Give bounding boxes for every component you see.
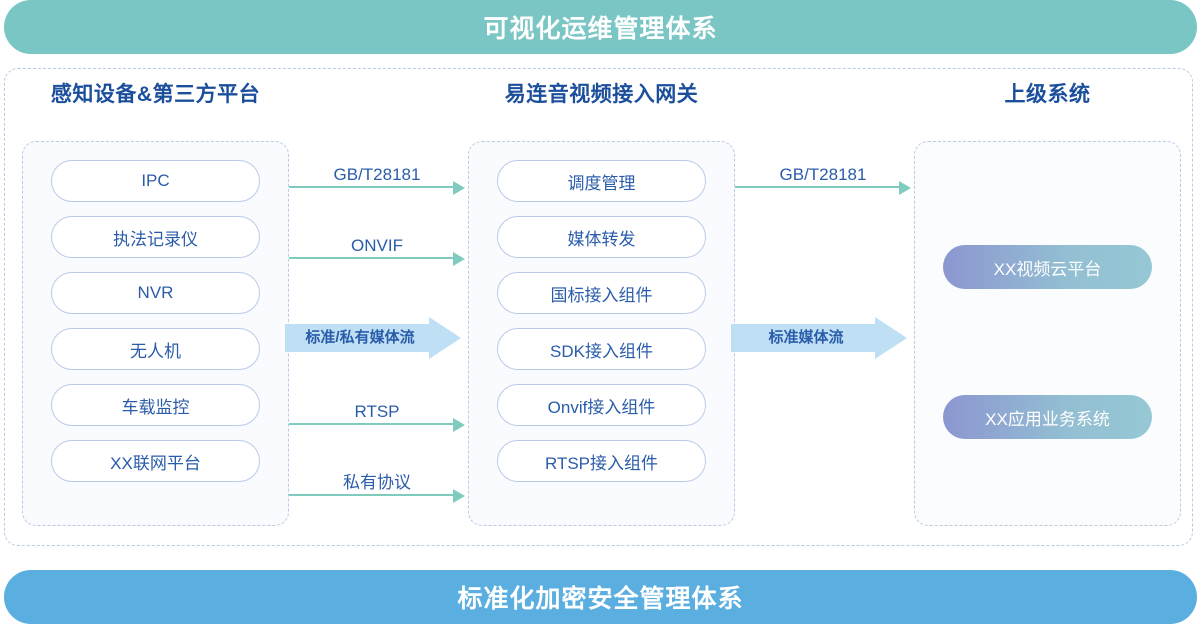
- connector-body: [285, 324, 429, 352]
- connector-onvif-left: ONVIF: [289, 236, 465, 272]
- arrow-head-icon: [429, 317, 461, 359]
- connector-label: 私有协议: [343, 473, 411, 492]
- list-item[interactable]: Onvif接入组件: [497, 384, 706, 426]
- bottom-banner: 标准化加密安全管理体系: [4, 570, 1197, 624]
- arrow-head-icon: [453, 180, 465, 195]
- list-item[interactable]: SDK接入组件: [497, 328, 706, 370]
- connector-rtsp-left: RTSP: [289, 402, 465, 438]
- arrow-head-icon: [899, 180, 911, 195]
- list-item[interactable]: 车载监控: [51, 384, 260, 426]
- list-item[interactable]: NVR: [51, 272, 260, 314]
- arrow-head-icon: [453, 488, 465, 503]
- list-item[interactable]: 媒体转发: [497, 216, 706, 258]
- list-item[interactable]: XX联网平台: [51, 440, 260, 482]
- arrow-head-icon: [875, 317, 907, 359]
- list-item[interactable]: RTSP接入组件: [497, 440, 706, 482]
- connector-label: GB/T28181: [779, 165, 867, 184]
- connector-standard-media-stream: 标准媒体流: [731, 317, 907, 359]
- connector-line: [289, 257, 453, 260]
- column-title-sensing-devices: 感知设备&第三方平台: [50, 83, 261, 106]
- connector-line: [289, 494, 453, 497]
- connector-gbt28181-left: GB/T28181: [289, 165, 465, 201]
- connector-line: [735, 186, 899, 189]
- list-item[interactable]: 国标接入组件: [497, 272, 706, 314]
- pill-list-access-gateway: 调度管理 媒体转发 国标接入组件 SDK接入组件 Onvif接入组件 RTSP接…: [497, 160, 706, 482]
- list-item[interactable]: 执法记录仪: [51, 216, 260, 258]
- pill-list-upper-system: XX视频云平台 XX应用业务系统: [943, 142, 1152, 525]
- connector-gbt28181-right: GB/T28181: [735, 165, 911, 201]
- panel-upper-system: XX视频云平台 XX应用业务系统: [914, 141, 1181, 526]
- arrow-head-icon: [453, 417, 465, 432]
- list-item[interactable]: XX视频云平台: [943, 245, 1152, 289]
- panel-sensing-devices: IPC 执法记录仪 NVR 无人机 车载监控 XX联网平台: [22, 141, 289, 526]
- list-item[interactable]: IPC: [51, 160, 260, 202]
- list-item[interactable]: XX应用业务系统: [943, 395, 1152, 439]
- arrow-head-icon: [453, 251, 465, 266]
- list-item[interactable]: 调度管理: [497, 160, 706, 202]
- connector-label: ONVIF: [351, 236, 403, 255]
- connector-line: [289, 423, 453, 426]
- top-banner: 可视化运维管理体系: [4, 0, 1197, 54]
- pill-list-sensing-devices: IPC 执法记录仪 NVR 无人机 车载监控 XX联网平台: [51, 160, 260, 482]
- connector-label: 标准媒体流: [768, 329, 844, 346]
- diagram-outer-frame: [4, 68, 1193, 546]
- connector-label: RTSP: [354, 402, 400, 421]
- connector-standard-private-media-stream: 标准/私有媒体流: [285, 317, 461, 359]
- connector-label: 标准/私有媒体流: [305, 329, 415, 346]
- connector-body: [731, 324, 875, 352]
- connector-private-protocol-left: 私有协议: [289, 473, 465, 509]
- column-title-upper-system: 上级系统: [1004, 83, 1091, 106]
- connector-label: GB/T28181: [333, 165, 421, 184]
- panel-access-gateway: 调度管理 媒体转发 国标接入组件 SDK接入组件 Onvif接入组件 RTSP接…: [468, 141, 735, 526]
- list-item[interactable]: 无人机: [51, 328, 260, 370]
- column-title-access-gateway: 易连音视频接入网关: [504, 83, 699, 106]
- connector-line: [289, 186, 453, 189]
